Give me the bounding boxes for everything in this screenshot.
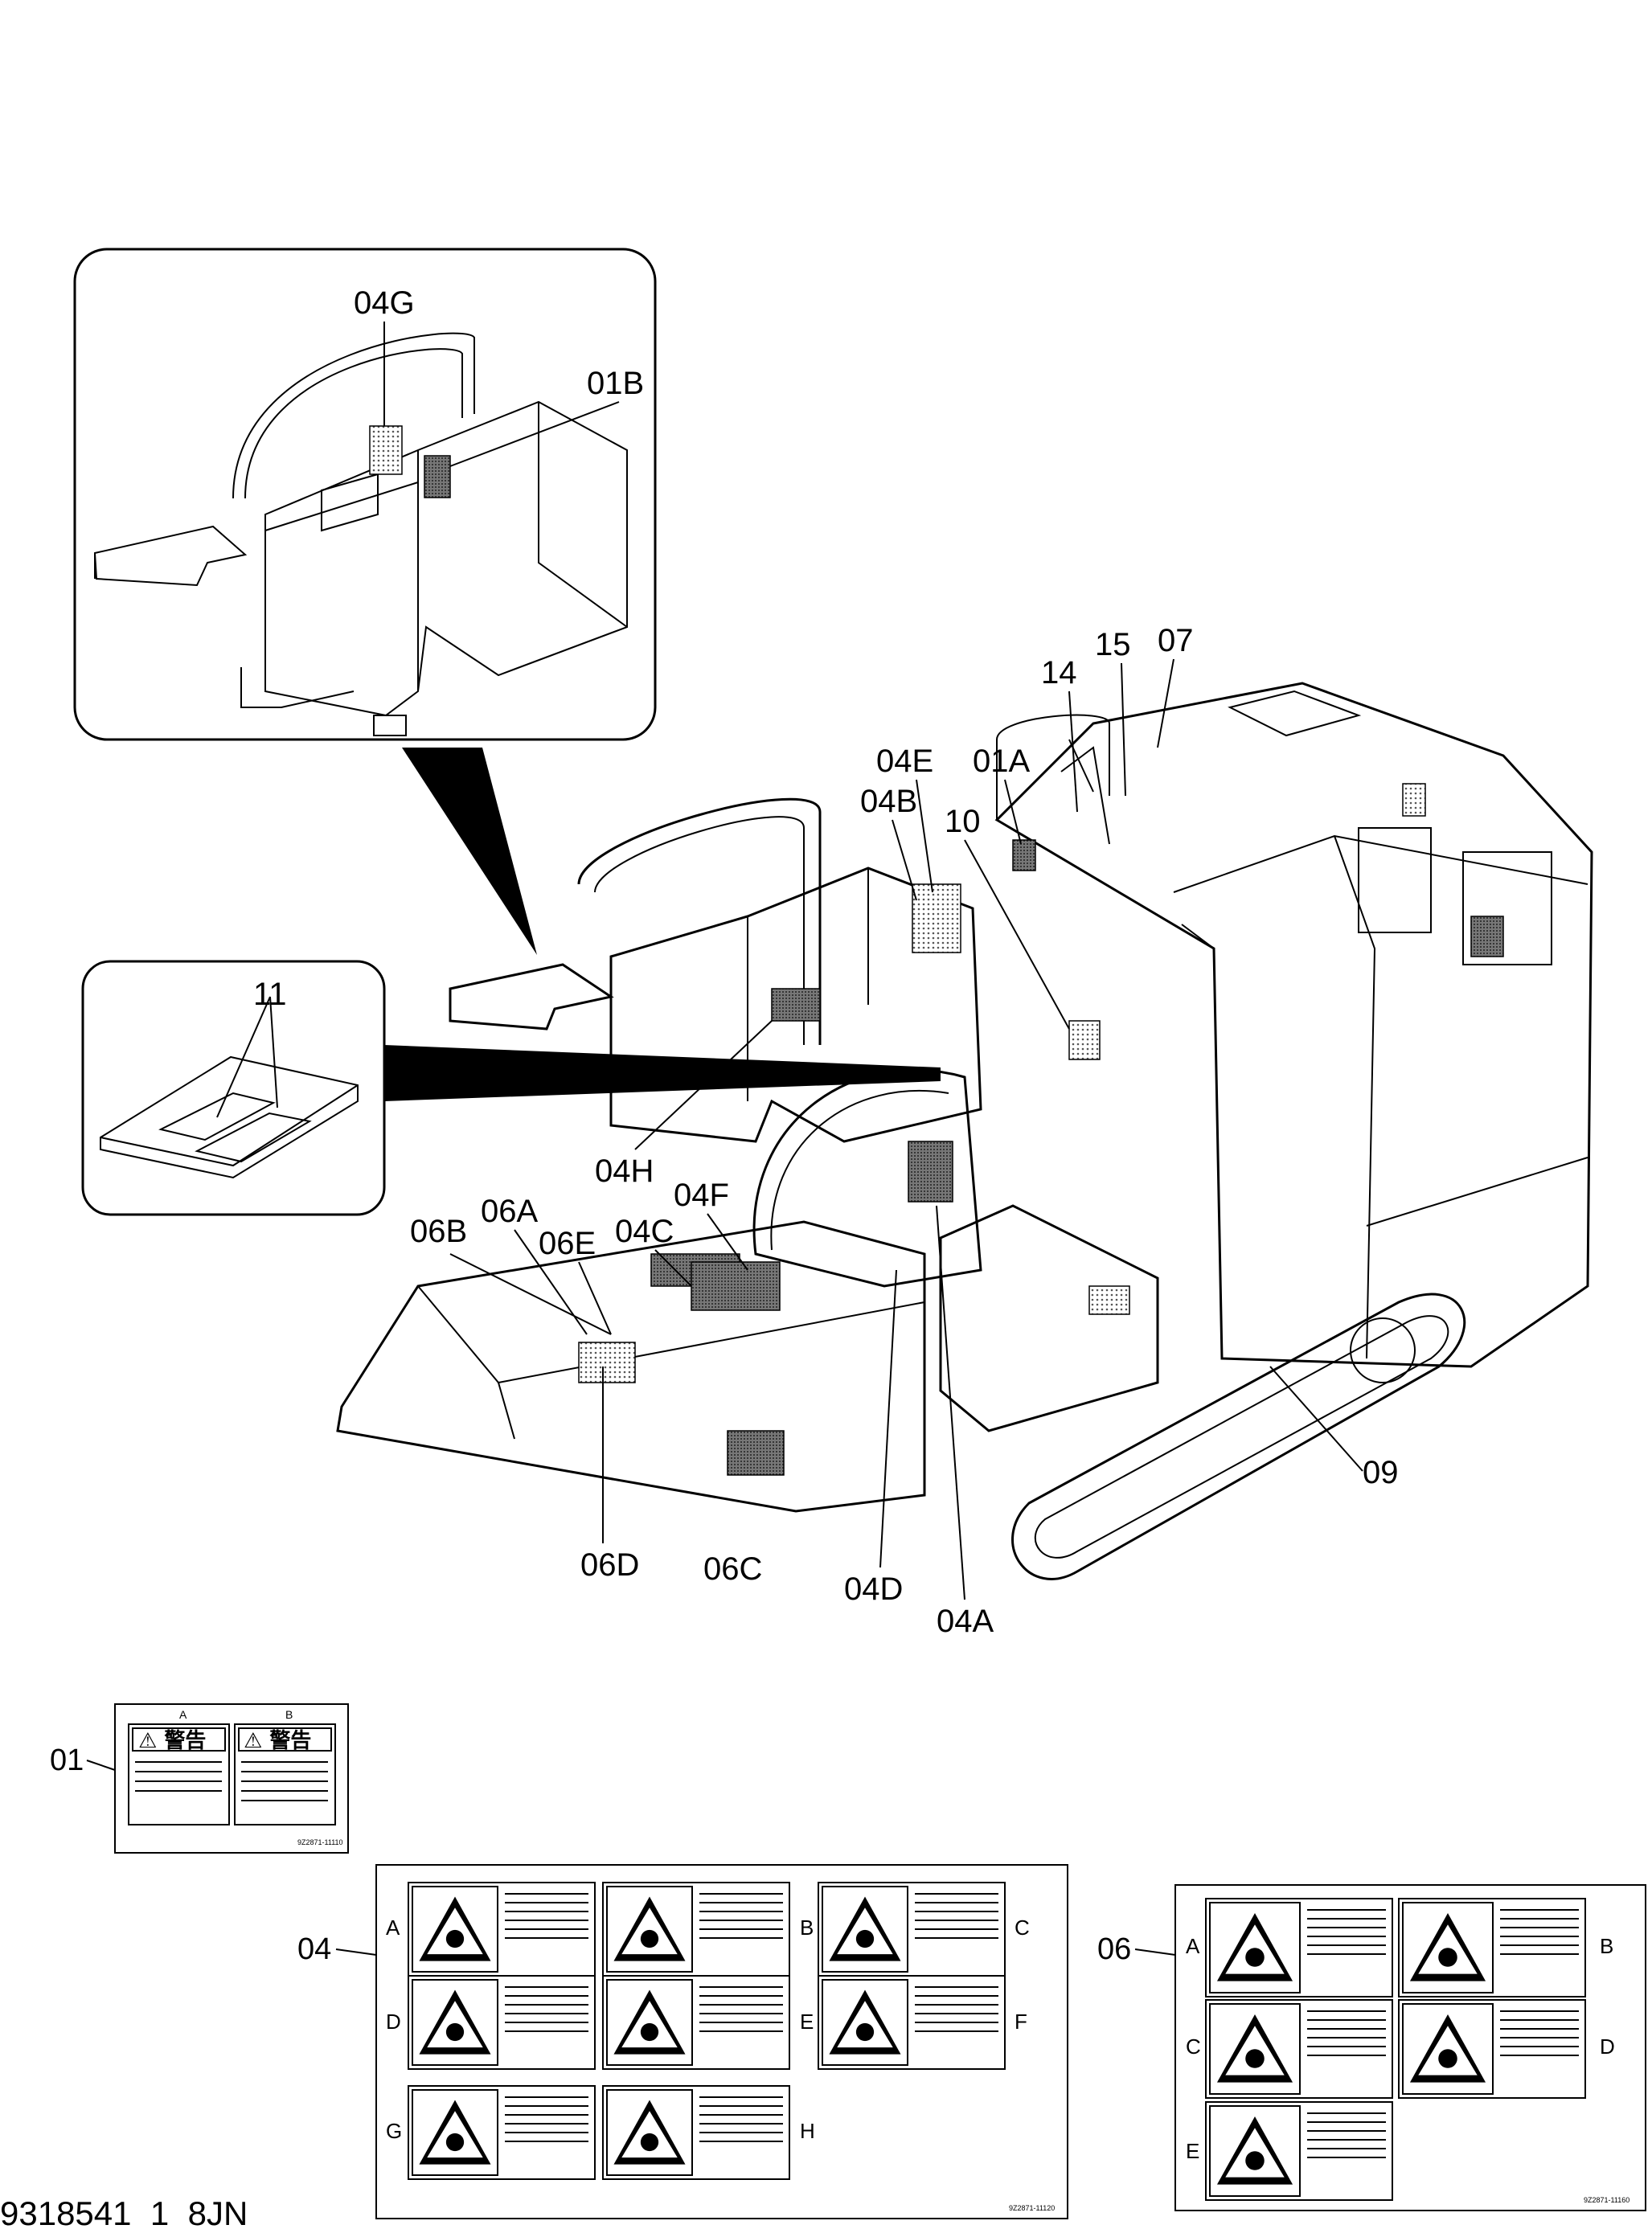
- label-sheet-04: 04 A B C D E F G H 9Z2871-11120: [297, 1864, 1068, 2219]
- detail-inset-hopper: [73, 248, 657, 741]
- label-letter: F: [1015, 2010, 1027, 2034]
- sheet-06-number: 06: [1097, 1932, 1131, 1966]
- callout-06E: 06E: [539, 1226, 596, 1261]
- warning-label-04-a: A: [386, 1882, 596, 1977]
- warning-label-04-c: C: [818, 1882, 1030, 1977]
- label-letter: C: [1015, 1916, 1030, 1940]
- warning-label-04-b: B: [602, 1882, 814, 1977]
- callout-04C: 04C: [615, 1214, 674, 1249]
- label-letter: A: [386, 1916, 400, 1940]
- label-letter: A: [1186, 1934, 1200, 1958]
- label-letter: E: [1186, 2139, 1199, 2163]
- callout-09: 09: [1363, 1455, 1399, 1490]
- callout-07: 07: [1158, 623, 1194, 658]
- callout-06A: 06A: [481, 1194, 538, 1229]
- sheet-01-number: 01: [50, 1743, 84, 1777]
- label-letter: B: [800, 1916, 814, 1940]
- warning-label-04-f: F: [818, 1975, 1027, 2070]
- callout-01A: 01A: [973, 744, 1030, 779]
- callout-15: 15: [1095, 627, 1131, 662]
- callout-06B: 06B: [410, 1214, 467, 1249]
- label-sheet-01: 01 A B ⚠ 警告 ⚠ 警告 9Z2871-11110: [50, 1703, 349, 1854]
- sheet-04-code: 9Z2871-11120: [1009, 2204, 1055, 2212]
- warning-label-04-d: D: [386, 1975, 596, 2070]
- warning-label-04-h: H: [602, 2085, 815, 2180]
- callout-04F: 04F: [674, 1178, 729, 1213]
- warning-label-06-b: B: [1398, 1898, 1613, 1997]
- label-letter: D: [1600, 2034, 1615, 2059]
- callout-10: 10: [945, 804, 981, 839]
- callout-04H: 04H: [595, 1153, 654, 1189]
- label-sheet-06: 06 A B C D E 9Z2871-11160: [1097, 1884, 1646, 2211]
- callout-04E: 04E: [876, 744, 933, 779]
- callout-14: 14: [1041, 655, 1077, 690]
- callout-04A: 04A: [937, 1604, 994, 1639]
- callout-04G: 04G: [354, 285, 415, 321]
- callout-11: 11: [253, 977, 287, 1012]
- sheet-01-warning-b: ⚠ 警告: [244, 1728, 311, 1753]
- machine-main-view: [336, 682, 1593, 1580]
- detail-inset-mat: [81, 960, 386, 1216]
- drawing-code: 9318541_1_8JN: [0, 2194, 248, 2229]
- label-letter: H: [800, 2119, 815, 2143]
- callout-06C: 06C: [703, 1551, 762, 1587]
- label-letter: C: [1186, 2034, 1201, 2059]
- callout-06D: 06D: [580, 1547, 639, 1583]
- sheet-04-number: 04: [297, 1932, 331, 1966]
- sheet-01-col-b: B: [285, 1708, 293, 1721]
- sheet-06-code: 9Z2871-11160: [1584, 2196, 1629, 2204]
- label-letter: D: [386, 2010, 401, 2034]
- callout-01B: 01B: [587, 366, 644, 401]
- warning-label-06-c: C: [1186, 1999, 1393, 2099]
- callout-04B: 04B: [860, 784, 917, 819]
- inset-leader-band: [384, 1045, 941, 1101]
- warning-label-06-e: E: [1186, 2101, 1393, 2201]
- label-letter: B: [1600, 1934, 1613, 1958]
- callouts: 04G 01B 11 14 15 07 04E 01A 04B 10 04H 0…: [253, 285, 1399, 1639]
- label-letter: E: [800, 2010, 814, 2034]
- warning-label-04-g: G: [386, 2085, 596, 2180]
- inset-leader-wedge: [402, 748, 537, 955]
- callout-04D: 04D: [844, 1571, 903, 1607]
- warning-label-06-d: D: [1398, 1999, 1615, 2099]
- sheet-01-code: 9Z2871-11110: [297, 1838, 343, 1846]
- warning-label-04-e: E: [602, 1975, 814, 2070]
- label-letter: G: [386, 2119, 402, 2143]
- warning-label-06-a: A: [1186, 1898, 1393, 1997]
- sheet-01-col-a: A: [179, 1708, 187, 1721]
- sheet-01-warning-a: ⚠ 警告: [138, 1728, 206, 1753]
